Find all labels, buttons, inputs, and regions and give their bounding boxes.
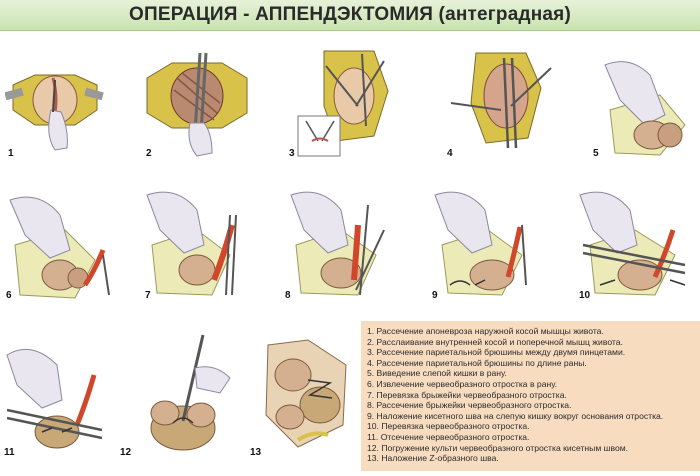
legend-item: 3. Рассечение париетальной брюшины между…	[367, 347, 626, 358]
appendix-amputation-illustration	[6, 348, 103, 449]
figure-8	[286, 185, 396, 300]
legend-item: 9. Наложение кисетного шва на слепую киш…	[367, 410, 664, 421]
incision-illustration	[5, 74, 104, 151]
figure-number: 7	[145, 290, 151, 301]
figure-11	[2, 340, 112, 455]
figure-number: 3	[289, 148, 295, 159]
figure-number: 1	[8, 148, 14, 159]
figure-4	[446, 48, 556, 158]
figure-1	[5, 50, 105, 160]
figure-7	[142, 185, 252, 300]
stump-invagination-illustration	[150, 334, 231, 451]
legend-item: 13. Наложение Z-образного шва.	[367, 453, 499, 464]
figure-number: 9	[432, 290, 438, 301]
figure-number: 11	[4, 447, 15, 458]
title-bar: ОПЕРАЦИЯ - АППЕНДЭКТОМИЯ (антеградная)	[0, 0, 700, 31]
figure-6	[5, 190, 115, 302]
legend-item: 6. Извлечение червеобразного отростка в …	[367, 378, 558, 389]
figure-number: 8	[285, 290, 291, 301]
mesentery-division-illustration	[290, 191, 385, 296]
figure-12	[135, 333, 235, 455]
figure-number: 10	[579, 290, 591, 301]
appendix-ligation-illustration	[579, 191, 686, 296]
legend-item: 5. Виведение слепой кишки в рану.	[367, 368, 507, 379]
legend-item: 4. Рассечение париетальной брюшины по дл…	[367, 357, 587, 368]
figure-3	[296, 46, 396, 158]
page-title: ОПЕРАЦИЯ - АППЕНДЭКТОМИЯ (антеградная)	[129, 4, 571, 25]
appendix-extraction-illustration	[9, 196, 110, 299]
legend-item: 10. Перевязка червеобразного отростка.	[367, 421, 530, 432]
legend-item: 8. Рассечение брыжейки червеобразного от…	[367, 400, 572, 411]
figure-9	[430, 185, 540, 300]
legend-item: 2. Расслаивание внутренней косой и попер…	[367, 336, 623, 347]
legend-item: 7. Перевязка брыжейки червеобразного отр…	[367, 389, 567, 400]
purse-string-suture-illustration	[434, 191, 527, 296]
figure-number: 13	[250, 447, 262, 458]
figure-number: 4	[447, 148, 453, 159]
figure-number: 12	[120, 447, 132, 458]
peritoneum-length-incision-illustration	[450, 52, 552, 149]
figure-13	[258, 335, 353, 453]
mesentery-ligation-illustration	[146, 191, 237, 296]
figure-5	[590, 55, 695, 160]
muscle-split-illustration	[146, 52, 248, 157]
figure-number: 5	[593, 148, 599, 159]
cecum-delivery-illustration	[604, 61, 686, 156]
figure-number: 6	[6, 290, 12, 301]
legend-item: 11. Отсечение червеобразного отростка.	[367, 431, 530, 442]
figure-number: 2	[146, 148, 152, 159]
figure-2	[142, 48, 252, 160]
legend-item: 1. Рассечение апоневроза наружной косой …	[367, 326, 604, 336]
figure-10	[575, 185, 695, 300]
legend-item: 12. Погружение культи червеобразного отр…	[367, 442, 629, 453]
legend-list: 1. Рассечение апоневроза наружной косой …	[367, 326, 700, 464]
z-suture-illustration	[265, 339, 347, 448]
legend-panel: 1. Рассечение апоневроза наружной косой …	[361, 321, 700, 471]
peritoneum-incision-illustration	[297, 50, 389, 157]
